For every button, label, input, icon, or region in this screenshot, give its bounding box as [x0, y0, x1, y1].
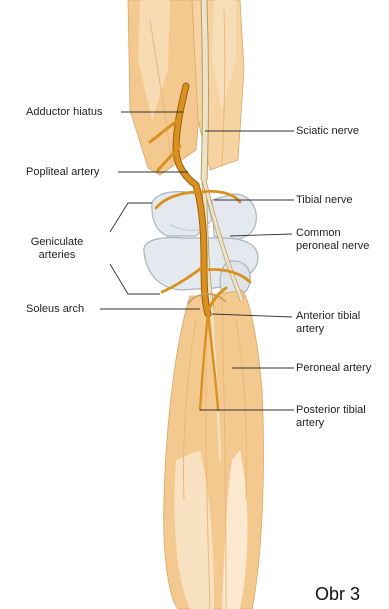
- label-posterior-tibial-artery: Posterior tibial artery: [296, 404, 366, 429]
- label-anterior-tibial-line1: Anterior tibial: [296, 310, 360, 323]
- label-popliteal-artery: Popliteal artery: [26, 166, 99, 179]
- label-sciatic-nerve: Sciatic nerve: [296, 125, 359, 138]
- label-common-peroneal-line2: peroneal nerve: [296, 240, 369, 253]
- label-geniculate-arteries: Geniculate arteries: [20, 236, 94, 261]
- label-tibial-nerve: Tibial nerve: [296, 194, 352, 207]
- label-common-peroneal-nerve: Common peroneal nerve: [296, 227, 369, 252]
- label-soleus-arch: Soleus arch: [26, 303, 84, 316]
- label-anterior-tibial-line2: artery: [296, 323, 360, 336]
- label-geniculate-line1: Geniculate: [20, 236, 94, 249]
- label-posterior-tibial-line1: Posterior tibial: [296, 404, 366, 417]
- figure-number: Obr 3: [315, 584, 360, 605]
- label-peroneal-artery: Peroneal artery: [296, 362, 371, 375]
- label-adductor-hiatus: Adductor hiatus: [26, 106, 102, 119]
- label-posterior-tibial-line2: artery: [296, 417, 366, 430]
- label-common-peroneal-line1: Common: [296, 227, 369, 240]
- label-geniculate-line2: arteries: [20, 249, 94, 262]
- label-anterior-tibial-artery: Anterior tibial artery: [296, 310, 360, 335]
